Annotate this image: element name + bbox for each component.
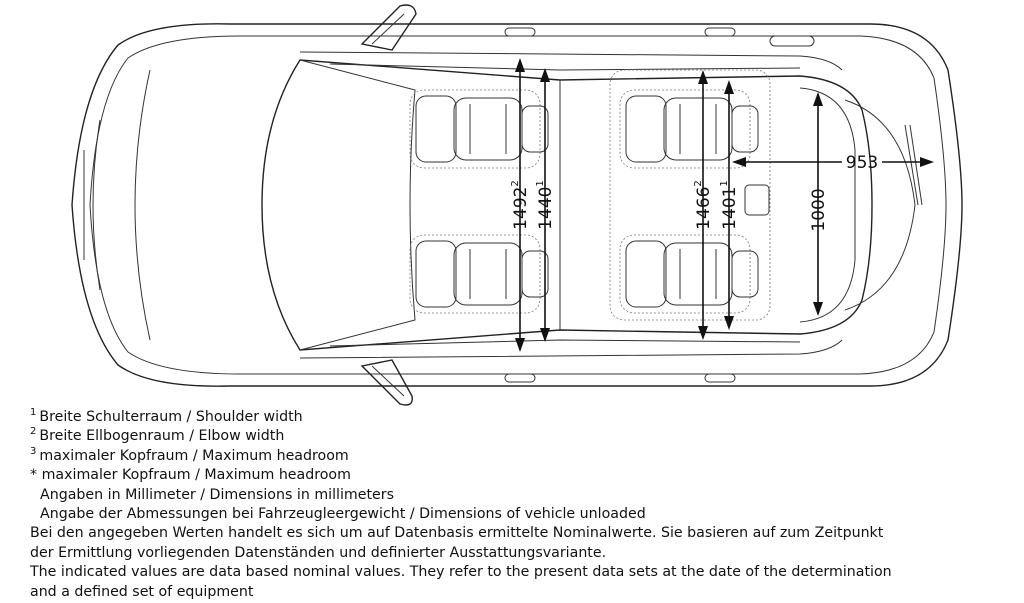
rear-seat-right [619, 234, 759, 314]
rear-bench-outline [609, 69, 771, 321]
car-body [71, 23, 963, 387]
dimension-arrows [515, 58, 934, 352]
car-top-view-diagram: 14922 14401 14662 14011 1000 953 [71, 4, 963, 406]
note-unloaded: Angabe der Abmessungen bei Fahrzeugleerg… [40, 506, 646, 523]
svg-text:14401: 14401 [535, 180, 556, 230]
dim-label-1000: 1000 [809, 188, 829, 231]
dim-label-1492: 14922 [510, 180, 531, 230]
svg-text:1000: 1000 [809, 188, 829, 231]
svg-text:14011: 14011 [719, 180, 740, 230]
front-seat-left [409, 89, 549, 169]
dim-label-953: 953 [846, 153, 878, 173]
svg-text:14662: 14662 [693, 180, 714, 230]
footnote-star: * maximaler Kopfraum / Maximum headroom [30, 467, 351, 484]
dim-label-1440: 14401 [535, 180, 556, 230]
rear-seat-left [619, 89, 759, 169]
note-units: Angaben in Millimeter / Dimensions in mi… [40, 486, 394, 503]
disclaimer-en-line2: and a defined set of equipment [30, 583, 254, 600]
dim-label-1466: 14662 [693, 180, 714, 230]
disclaimer-en-line1: The indicated values are data based nomi… [30, 564, 892, 581]
side-mirror-left [360, 4, 417, 51]
center-armrest [744, 184, 770, 216]
disclaimer-de-line2: der Ermittlung vorliegenden Datenständen… [30, 544, 607, 561]
side-mirror-right [360, 359, 413, 406]
dim-label-1401: 14011 [719, 180, 740, 230]
disclaimer-de-line1: Bei den angegeben Werten handelt es sich… [30, 525, 884, 542]
front-seat-right [409, 234, 549, 314]
svg-text:14922: 14922 [510, 180, 531, 230]
